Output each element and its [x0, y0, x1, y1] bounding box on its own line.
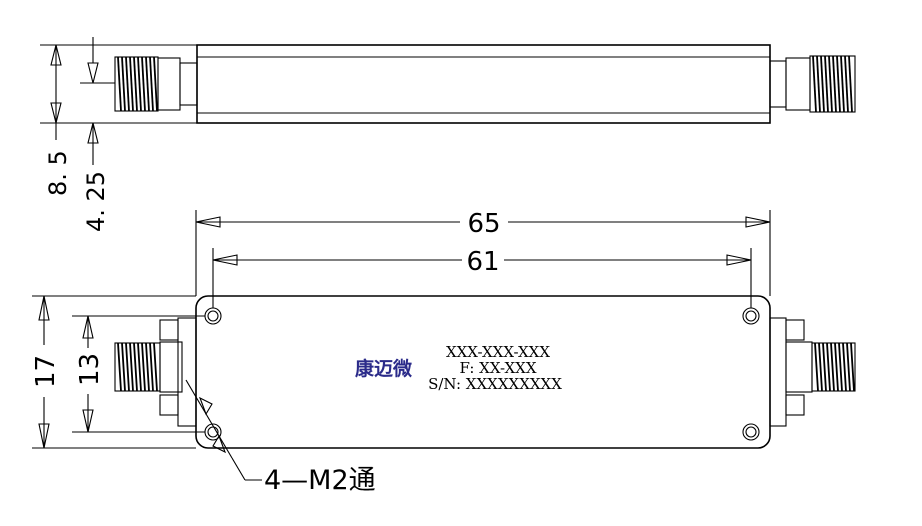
- dim-61: 61: [466, 247, 499, 277]
- mounting-hole-top-right: [742, 307, 760, 325]
- label-model: XXX-XXX-XXX: [446, 343, 550, 361]
- thread-line: [117, 342, 122, 392]
- thread-line: [838, 342, 843, 392]
- thread-line: [149, 342, 154, 392]
- top-right-connector: [769, 55, 856, 113]
- thread-line: [840, 55, 845, 113]
- thread-line: [848, 55, 853, 113]
- dim-17: 17: [31, 355, 61, 388]
- thread-line: [125, 342, 130, 392]
- thread-line: [846, 342, 851, 392]
- front-view: 康迈微 XXX-XXX-XXX F: XX-XXX S/N: XXXXXXXXX…: [31, 209, 856, 496]
- thread-line: [133, 342, 138, 392]
- label-serial: S/N: XXXXXXXXX: [428, 375, 562, 393]
- thread-line: [121, 56, 126, 112]
- thread-line: [121, 342, 126, 392]
- thread-line: [850, 342, 855, 392]
- thread-line: [145, 56, 150, 112]
- thread-line: [814, 342, 819, 392]
- brand-logo: 康迈微: [355, 357, 413, 380]
- thread-line: [830, 342, 835, 392]
- thread-line: [153, 342, 158, 392]
- thread-line: [834, 342, 839, 392]
- dim-8-5: 8. 5: [44, 150, 72, 196]
- thread-line: [141, 56, 146, 112]
- thread-line: [149, 56, 154, 112]
- thread-line: [129, 56, 134, 112]
- thread-line: [153, 56, 158, 112]
- thread-line: [133, 56, 138, 112]
- thread-line: [816, 55, 821, 113]
- connector-thread: [117, 56, 158, 112]
- thread-line: [822, 342, 827, 392]
- dim-65: 65: [467, 209, 500, 239]
- thread-line: [141, 342, 146, 392]
- thread-line: [137, 342, 142, 392]
- thread-line: [844, 55, 849, 113]
- thread-line: [145, 342, 150, 392]
- thread-line: [812, 55, 817, 113]
- thread-line: [828, 55, 833, 113]
- mounting-hole-bottom-right: [742, 423, 760, 441]
- thread-line: [824, 55, 829, 113]
- connector-thread: [814, 342, 855, 392]
- label-freq: F: XX-XXX: [459, 359, 536, 377]
- thread-line: [842, 342, 847, 392]
- thread-line: [818, 342, 823, 392]
- thread-line: [836, 55, 841, 113]
- dim-4-25: 4. 25: [82, 171, 110, 232]
- thread-line: [117, 56, 122, 112]
- thread-line: [832, 55, 837, 113]
- thread-line: [125, 56, 130, 112]
- front-left-connector: [114, 317, 197, 427]
- top-left-connector: [114, 56, 198, 112]
- connector-thread: [812, 55, 853, 113]
- front-right-connector: [769, 317, 856, 427]
- connector-thread: [117, 342, 158, 392]
- thread-line: [137, 56, 142, 112]
- mounting-hole-top-left: [204, 307, 222, 325]
- top-view: 8. 5 4. 25: [40, 37, 856, 232]
- thread-line: [820, 55, 825, 113]
- callout-4-m2: 4—M2通: [264, 465, 376, 496]
- thread-line: [129, 342, 134, 392]
- thread-line: [826, 342, 831, 392]
- dim-13: 13: [75, 353, 105, 386]
